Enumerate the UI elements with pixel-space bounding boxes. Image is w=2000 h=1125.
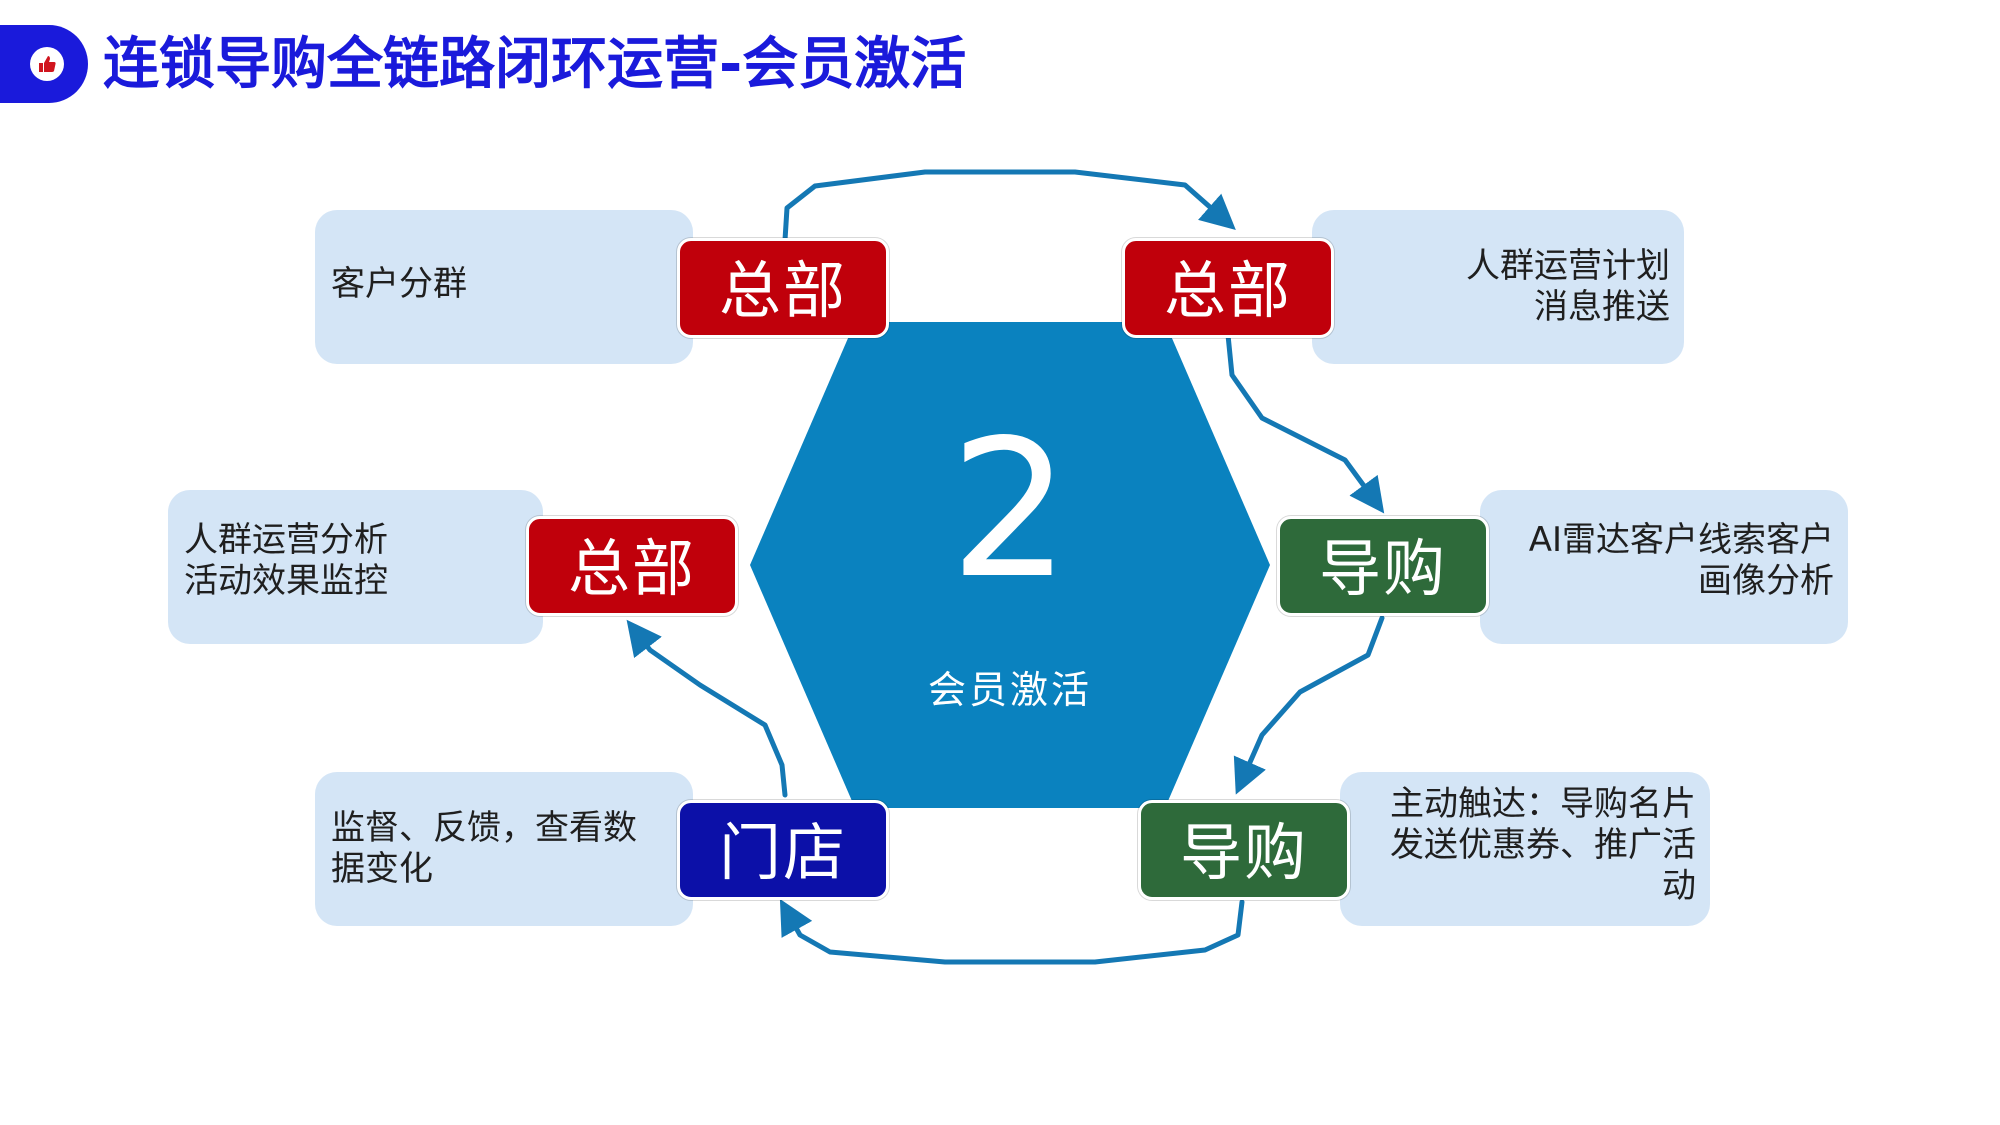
role-box-store: 门店 xyxy=(677,800,889,900)
note-line: 画像分析 xyxy=(1698,561,1834,601)
badge-circle xyxy=(30,47,64,81)
note-operation-plan: 人群运营计划 消息推送 xyxy=(1312,210,1684,364)
note-line: 发送优惠券、推广活 xyxy=(1390,825,1696,865)
note-operation-analysis: 人群运营分析 活动效果监控 xyxy=(168,490,543,644)
note-line: AI雷达客户线索客户 xyxy=(1528,520,1834,560)
arrow-store-to-hq3 xyxy=(626,619,788,798)
arrow-guide2-to-store xyxy=(779,898,1245,965)
note-supervise-feedback: 监督、反馈，查看数 据变化 xyxy=(315,772,693,926)
note-ai-radar: AI雷达客户线索客户 画像分析 xyxy=(1480,490,1848,644)
center-label: 会员激活 xyxy=(927,668,1092,712)
note-line: 消息推送 xyxy=(1534,287,1670,327)
note-line: 客户分群 xyxy=(331,264,467,304)
note-line: 人群运营分析 xyxy=(184,520,388,560)
thumbs-up-icon xyxy=(39,56,56,72)
role-box-hq-1: 总部 xyxy=(677,238,889,338)
arrow-hq1-to-hq2 xyxy=(782,169,1236,243)
center-step-number: 2 xyxy=(949,399,1071,620)
note-line: 据变化 xyxy=(331,849,433,889)
note-customer-segmentation: 客户分群 xyxy=(315,210,693,364)
center-hexagon xyxy=(750,322,1270,808)
header-badge xyxy=(0,25,88,103)
role-box-guide-2: 导购 xyxy=(1138,800,1350,900)
role-box-hq-2: 总部 xyxy=(1122,238,1334,338)
note-line: 监督、反馈，查看数 xyxy=(331,808,637,848)
note-line: 活动效果监控 xyxy=(184,561,388,601)
page-title: 连锁导购全链路闭环运营-会员激活 xyxy=(103,32,967,97)
note-proactive-outreach: 主动触达：导购名片 发送优惠券、推广活 动 xyxy=(1340,772,1710,926)
arrow-hq2-to-guide1 xyxy=(1225,332,1385,514)
arrow-guide1-to-guide2 xyxy=(1233,615,1385,795)
note-line: 人群运营计划 xyxy=(1466,246,1670,286)
role-box-guide-1: 导购 xyxy=(1277,516,1489,616)
note-line: 动 xyxy=(1662,866,1696,906)
note-line: 主动触达：导购名片 xyxy=(1390,784,1696,824)
role-box-hq-3: 总部 xyxy=(526,516,738,616)
